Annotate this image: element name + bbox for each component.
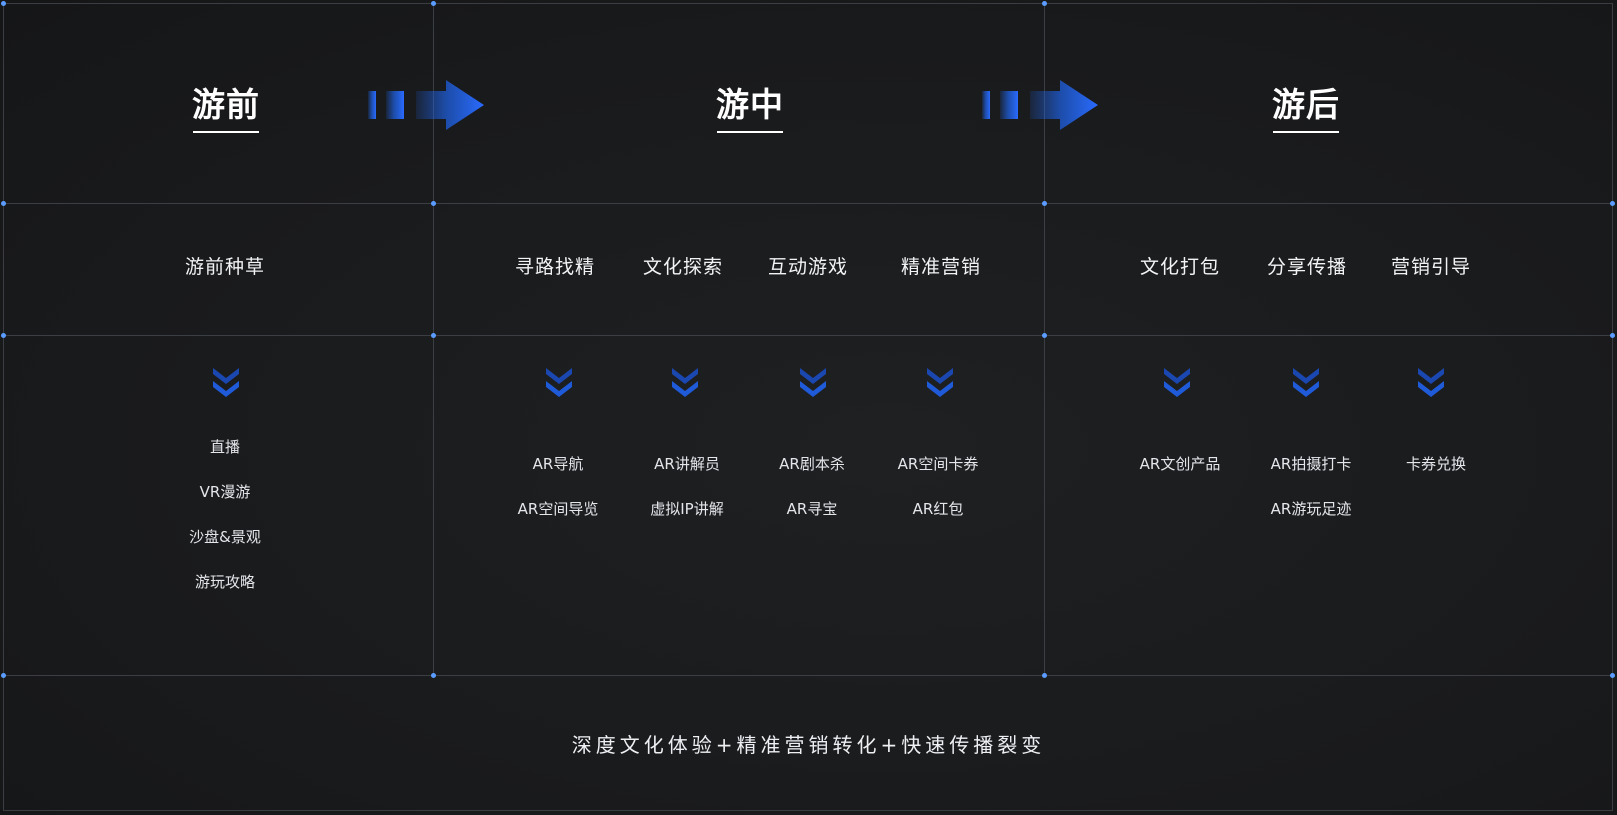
feature-item: 虚拟IP讲解 bbox=[650, 500, 724, 518]
phase-underline-during bbox=[717, 131, 783, 133]
phase-title-post: 游后 bbox=[1272, 85, 1340, 124]
feature-item: AR空间卡券 bbox=[897, 455, 979, 473]
grid-dot bbox=[1, 333, 6, 338]
grid-dot bbox=[431, 673, 436, 678]
feature-item: 游玩攻略 bbox=[194, 573, 256, 591]
feature-item: AR寻宝 bbox=[786, 500, 838, 518]
grid-line-col-2 bbox=[1044, 3, 1045, 675]
phase-title-during: 游中 bbox=[716, 85, 784, 124]
grid-dot bbox=[431, 201, 436, 206]
phase-title-pre: 游前 bbox=[192, 85, 260, 124]
grid-line-row-2 bbox=[3, 335, 1613, 336]
feature-item: VR漫游 bbox=[199, 483, 251, 501]
stage-label: 精准营销 bbox=[900, 256, 982, 278]
stage-label: 文化打包 bbox=[1139, 256, 1221, 278]
grid-line-col-1 bbox=[433, 3, 434, 675]
diagram-frame bbox=[3, 3, 1613, 811]
phase-underline-post bbox=[1273, 131, 1339, 133]
stage-label: 寻路找精 bbox=[514, 256, 596, 278]
feature-item: AR讲解员 bbox=[654, 455, 720, 473]
double-chevron-down-icon bbox=[800, 368, 826, 397]
right-arrow-icon bbox=[368, 80, 484, 130]
double-chevron-down-icon bbox=[672, 368, 698, 397]
grid-dot bbox=[1, 1, 6, 6]
double-chevron-down-icon bbox=[927, 368, 953, 397]
grid-dot bbox=[431, 333, 436, 338]
stage-label: 分享传播 bbox=[1266, 256, 1348, 278]
grid-dot bbox=[1610, 673, 1615, 678]
double-chevron-down-icon bbox=[1418, 368, 1444, 397]
grid-dot bbox=[1610, 201, 1615, 206]
phase-underline-pre bbox=[193, 131, 259, 133]
double-chevron-down-icon bbox=[213, 368, 239, 397]
stage-label: 互动游戏 bbox=[767, 256, 849, 278]
feature-item: AR空间导览 bbox=[517, 500, 599, 518]
grid-dot bbox=[431, 1, 436, 6]
grid-line-row-1 bbox=[3, 203, 1613, 204]
feature-item: AR剧本杀 bbox=[779, 455, 845, 473]
right-arrow-icon bbox=[982, 80, 1098, 130]
feature-item: 直播 bbox=[209, 438, 241, 456]
feature-item: 卡券兑换 bbox=[1405, 455, 1467, 473]
grid-dot bbox=[1, 673, 6, 678]
grid-line-row-3 bbox=[3, 675, 1613, 676]
summary-text: 深度文化体验+精准营销转化+快速传播裂变 bbox=[571, 733, 1046, 757]
double-chevron-down-icon bbox=[1293, 368, 1319, 397]
stage-label: 文化探索 bbox=[642, 256, 724, 278]
feature-item: AR文创产品 bbox=[1139, 455, 1221, 473]
grid-dot bbox=[1042, 201, 1047, 206]
grid-dot bbox=[1, 201, 6, 206]
double-chevron-down-icon bbox=[1164, 368, 1190, 397]
grid-dot bbox=[1042, 673, 1047, 678]
stage-label: 游前种草 bbox=[184, 256, 266, 278]
feature-item: 沙盘&景观 bbox=[189, 528, 261, 546]
feature-item: AR游玩足迹 bbox=[1270, 500, 1352, 518]
grid-dot bbox=[1042, 333, 1047, 338]
double-chevron-down-icon bbox=[546, 368, 572, 397]
feature-item: AR红包 bbox=[912, 500, 964, 518]
feature-item: AR拍摄打卡 bbox=[1270, 455, 1352, 473]
stage-label: 营销引导 bbox=[1390, 256, 1472, 278]
grid-dot bbox=[1610, 333, 1615, 338]
feature-item: AR导航 bbox=[532, 455, 584, 473]
grid-dot bbox=[1042, 1, 1047, 6]
